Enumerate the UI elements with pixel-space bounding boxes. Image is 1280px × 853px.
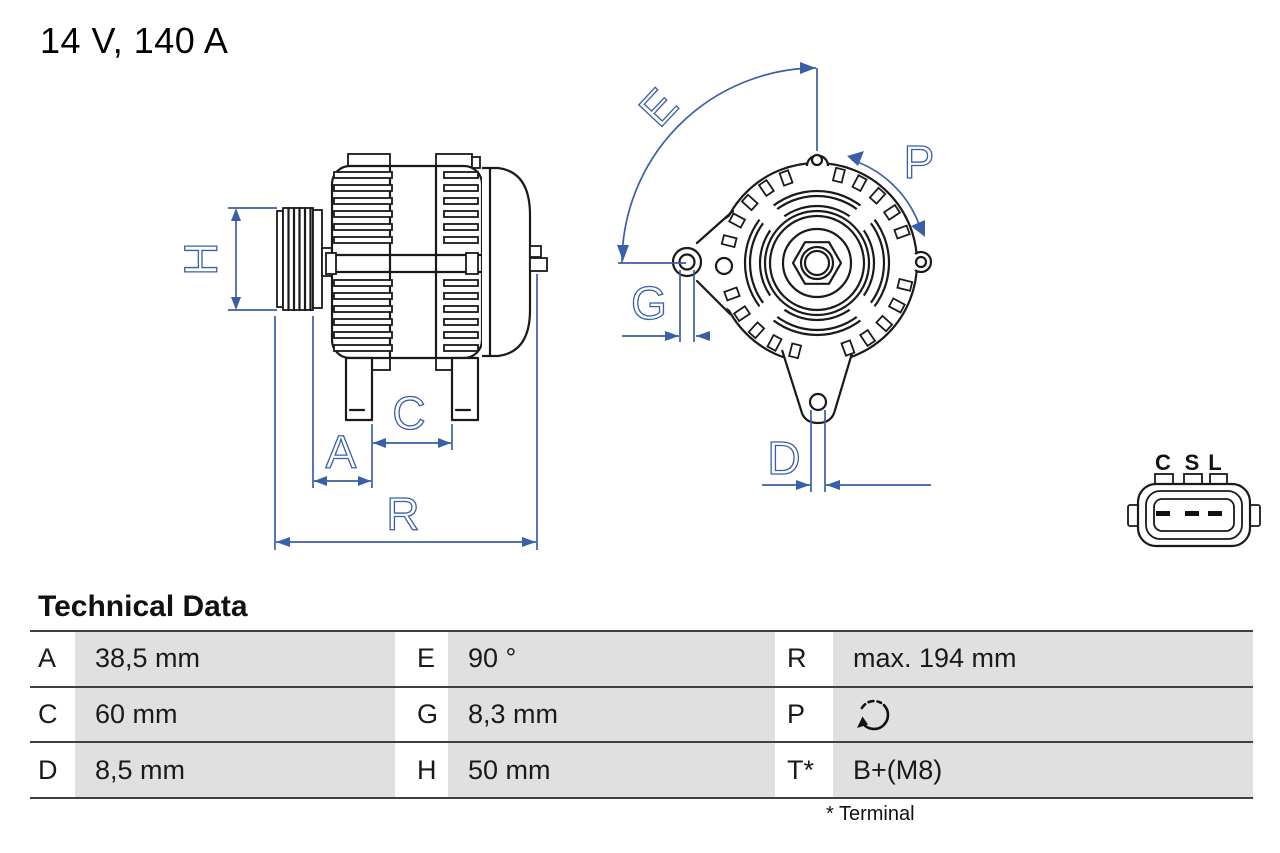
bottom-tab	[780, 349, 855, 425]
rotation-clockwise-icon	[857, 699, 890, 730]
mounting-ear	[671, 209, 735, 316]
side-view-drawing: H A C R	[174, 153, 548, 550]
dim-key: E	[395, 632, 448, 686]
dim-label-p: P	[904, 136, 935, 188]
table-heading: Technical Data	[38, 590, 248, 623]
table-row: C 60 mm G 8,3 mm P	[30, 685, 1253, 742]
connector-pin-label-s: S	[1185, 450, 1200, 475]
connector-pin	[1185, 511, 1199, 516]
pulley	[276, 206, 333, 312]
dim-value: 60 mm	[75, 687, 395, 742]
dim-value: 8,5 mm	[75, 743, 395, 798]
dim-label-e: E	[629, 78, 688, 136]
dim-key: D	[30, 743, 75, 798]
table-footnote: * Terminal	[826, 803, 915, 825]
dim-value: 38,5 mm	[75, 632, 395, 686]
top-lug	[805, 153, 830, 167]
front-view-drawing: E P G D	[617, 62, 935, 492]
dim-value: 8,3 mm	[448, 687, 775, 742]
dim-label-h: H	[175, 242, 227, 275]
dim-label-c: C	[392, 387, 425, 439]
dim-value: B+(M8)	[833, 743, 1253, 798]
rotation-value-cell	[833, 687, 1253, 742]
dim-label-r: R	[386, 488, 419, 540]
dim-key: A	[30, 632, 75, 686]
dim-label-g: G	[631, 277, 667, 329]
alternator-body	[325, 153, 548, 422]
dim-value: 90 °	[448, 632, 775, 686]
dim-key: T*	[775, 743, 833, 798]
connector-pin	[1208, 511, 1222, 516]
dim-key: H	[395, 743, 448, 798]
dim-key: P	[775, 687, 833, 742]
alternator-technical-drawing: H A C R	[174, 62, 1261, 550]
page-title: 14 V, 140 A	[40, 20, 229, 61]
connector-pin-label-c: C	[1155, 450, 1171, 475]
dim-key: R	[775, 632, 833, 686]
rotor-and-shaft	[743, 189, 891, 337]
dim-label-d: D	[767, 432, 800, 484]
dim-label-a: A	[326, 426, 357, 478]
dim-key: C	[30, 687, 75, 742]
connector-diagram: C S L	[1127, 450, 1261, 548]
connector-pin	[1156, 511, 1170, 516]
side-view-dimensions: H A C R	[174, 207, 538, 550]
technical-data-table: A 38,5 mm E 90 ° R max. 194 mm C 60 mm G…	[30, 630, 1253, 800]
dim-value: max. 194 mm	[833, 632, 1253, 686]
table-row: D 8,5 mm H 50 mm T* B+(M8)	[30, 741, 1253, 798]
right-lug	[914, 250, 933, 274]
table-row: A 38,5 mm E 90 ° R max. 194 mm	[30, 630, 1253, 686]
connector-pin-label-l: L	[1208, 450, 1221, 475]
dim-value: 50 mm	[448, 743, 775, 798]
dim-key: G	[395, 687, 448, 742]
